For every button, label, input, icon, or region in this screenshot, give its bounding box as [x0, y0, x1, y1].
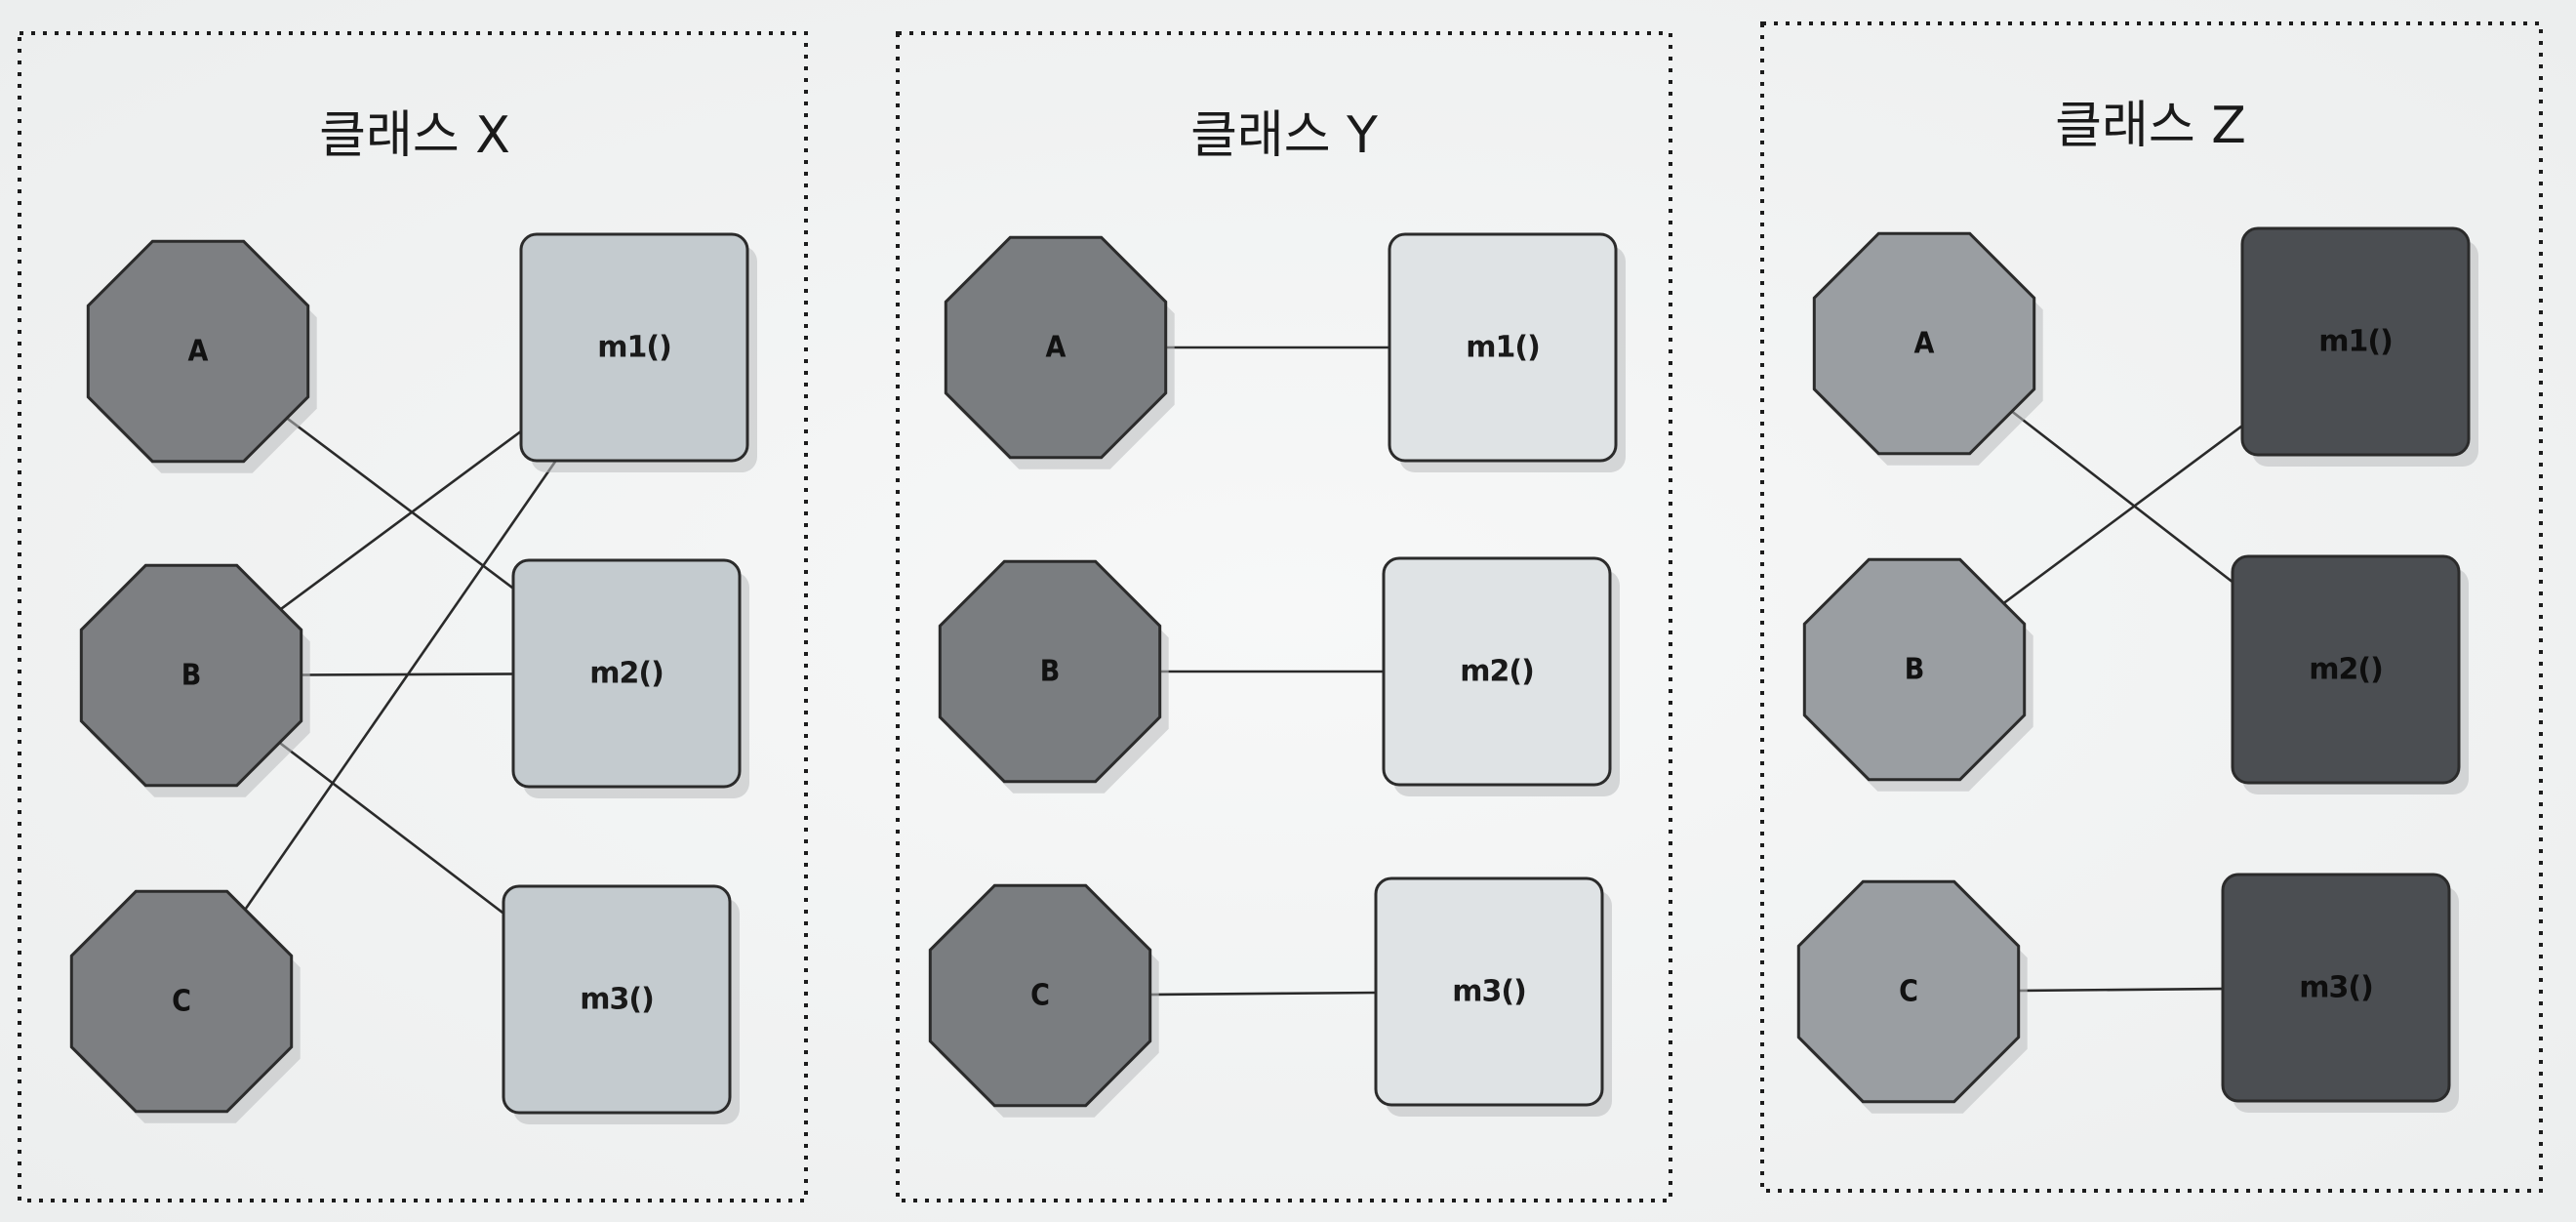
- field-node-c: C: [69, 889, 301, 1123]
- nodes-group: A B Cm1() m2() m3(): [1796, 226, 2478, 1114]
- octagon-shape: [69, 889, 294, 1114]
- node-label: A: [188, 335, 209, 369]
- method-box-m1: m1(): [1388, 232, 1626, 472]
- panel-title: 클래스 Y: [1190, 106, 1378, 165]
- octagon-shape: [944, 235, 1168, 460]
- panel-title: 클래스 Z: [2055, 97, 2246, 155]
- method-label: m2(): [2309, 653, 2383, 687]
- panel-border: [1760, 21, 2543, 1193]
- node-label: B: [1905, 653, 1925, 687]
- method-box-m1: m1(): [519, 232, 757, 472]
- node-label: C: [1899, 975, 1918, 1009]
- method-label: m3(): [2299, 971, 2373, 1005]
- method-rect: [502, 884, 732, 1115]
- method-label: m3(): [580, 983, 654, 1017]
- field-node-b: B: [938, 559, 1169, 794]
- method-box-m2: m2(): [1382, 556, 1620, 796]
- field-node-a: A: [86, 239, 317, 473]
- method-label: m2(): [1460, 655, 1534, 689]
- method-box-m1: m1(): [2240, 226, 2478, 467]
- field-node-b: B: [1802, 557, 2033, 792]
- method-rect: [2231, 554, 2461, 785]
- method-box-m3: m3(): [502, 884, 740, 1124]
- node-label: A: [1046, 331, 1067, 365]
- octagon-shape: [1796, 879, 2021, 1104]
- method-box-m3: m3(): [2221, 873, 2459, 1113]
- method-box-m3: m3(): [1374, 876, 1612, 1117]
- method-label: m1(): [1466, 331, 1540, 365]
- octagon-shape: [938, 559, 1162, 784]
- panel-border: [18, 31, 808, 1202]
- node-label: B: [181, 659, 202, 693]
- panel-class-x: 클래스 X A B Cm1() m2() m3(): [18, 31, 808, 1202]
- method-rect: [1374, 876, 1604, 1107]
- panel-class-y: 클래스 Y A B Cm1() m2() m3(): [896, 31, 1672, 1202]
- method-label: m2(): [589, 657, 664, 691]
- method-rect: [1382, 556, 1612, 787]
- node-label: C: [1030, 979, 1050, 1013]
- field-node-c: C: [1796, 879, 2028, 1114]
- node-label: B: [1040, 655, 1061, 689]
- method-rect: [519, 232, 749, 463]
- field-node-a: A: [944, 235, 1175, 469]
- method-rect: [511, 558, 742, 789]
- node-label: C: [172, 985, 191, 1019]
- method-box-m2: m2(): [511, 558, 749, 798]
- panel-class-z: 클래스 Z A B Cm1() m2() m3(): [1760, 21, 2543, 1193]
- nodes-group: A B Cm1() m2() m3(): [928, 232, 1626, 1118]
- octagon-shape: [79, 563, 303, 788]
- node-label: A: [1914, 327, 1935, 361]
- field-node-c: C: [928, 883, 1159, 1118]
- octagon-shape: [1812, 231, 2036, 456]
- field-node-a: A: [1812, 231, 2043, 466]
- method-label: m3(): [1452, 975, 1526, 1009]
- panel-title: 클래스 X: [319, 106, 510, 165]
- method-rect: [2221, 873, 2451, 1103]
- method-label: m1(): [597, 331, 671, 365]
- method-box-m2: m2(): [2231, 554, 2469, 794]
- nodes-group: A B Cm1() m2() m3(): [69, 232, 757, 1124]
- field-node-b: B: [79, 563, 310, 797]
- panel-border: [896, 31, 1672, 1202]
- method-rect: [1388, 232, 1618, 463]
- octagon-shape: [928, 883, 1152, 1108]
- octagon-shape: [86, 239, 310, 464]
- method-label: m1(): [2318, 325, 2393, 359]
- method-rect: [2240, 226, 2471, 457]
- octagon-shape: [1802, 557, 2027, 782]
